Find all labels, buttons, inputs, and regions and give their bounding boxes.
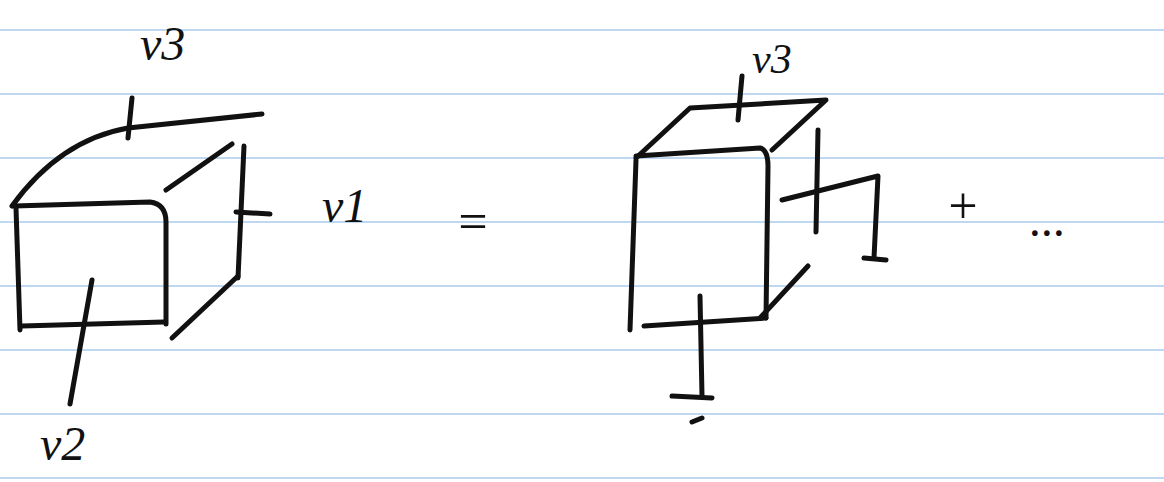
leg-label: v1 [322, 182, 367, 230]
ellipsis: ... [1030, 196, 1066, 244]
right-cube [630, 76, 886, 422]
leg-label: v3 [752, 38, 792, 80]
leg-label: v3 [140, 20, 185, 68]
plus-sign: + [945, 180, 980, 232]
leg-label: v2 [40, 420, 85, 468]
left-cube [12, 98, 270, 404]
equals-sign: = [455, 196, 490, 248]
ruled-lines [0, 30, 1164, 478]
